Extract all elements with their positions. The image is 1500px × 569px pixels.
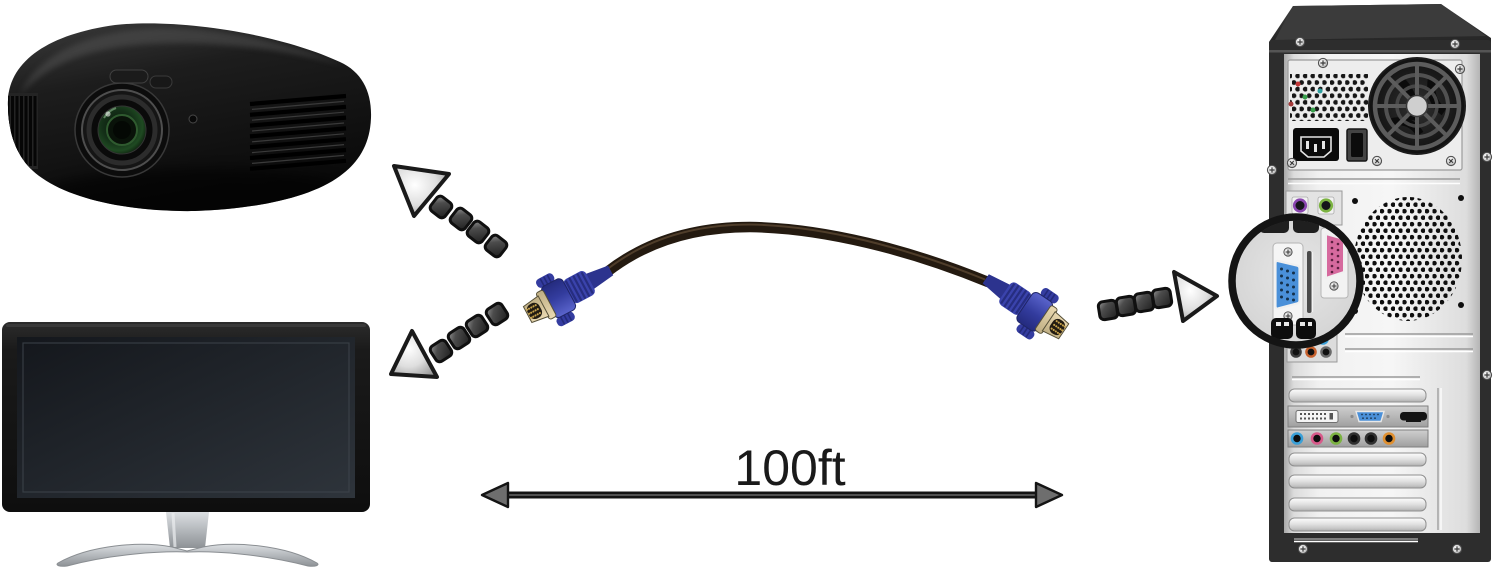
magnified-slot-groove xyxy=(1307,251,1312,313)
expansion-slots xyxy=(1287,388,1429,532)
slot-cover xyxy=(1288,388,1427,403)
projector-right-vent xyxy=(249,93,347,171)
magnified-vga-port xyxy=(1274,259,1301,310)
dashed-arrow-to-monitor xyxy=(389,300,511,379)
dashed-arrow-to-tower xyxy=(1096,270,1219,323)
cable-length-label: 100ft xyxy=(734,440,845,496)
hdmi-port xyxy=(1400,412,1427,422)
magnified-port-top-right xyxy=(1293,220,1319,233)
power-inlet xyxy=(1293,128,1339,161)
ps2-keyboard-port xyxy=(1318,198,1334,213)
projector-lens xyxy=(74,82,170,178)
dashed-arrow-to-projector xyxy=(392,164,511,261)
monitor-stand-neck xyxy=(166,512,209,548)
monitor-screen xyxy=(17,337,355,498)
slot-cover xyxy=(1288,497,1427,512)
ps2-mouse-port xyxy=(1292,198,1308,213)
vga-port-bracket xyxy=(1350,410,1390,423)
projector-sensor-dot xyxy=(188,114,198,124)
length-double-arrow xyxy=(480,481,1064,509)
audio-jack-blue xyxy=(1290,432,1304,445)
audio-jack-orange xyxy=(1382,432,1396,445)
audio-jack-black xyxy=(1290,346,1302,358)
audio-jack-orange xyxy=(1305,346,1317,358)
projector-top-controls xyxy=(109,69,198,124)
video-card-bracket xyxy=(1287,405,1429,428)
projector-illustration xyxy=(7,23,372,212)
arrowhead-triangle xyxy=(392,164,451,218)
audio-jack-gray xyxy=(1320,346,1332,358)
dvi-port xyxy=(1295,410,1339,423)
psu-hex-vent xyxy=(1290,74,1368,121)
projector-bottom-shade xyxy=(35,168,365,212)
arrowhead-triangle xyxy=(1172,270,1219,323)
cable-wire xyxy=(601,221,994,288)
tower-psu-section xyxy=(1284,57,1466,171)
right-arrowhead xyxy=(1034,481,1064,509)
left-arrowhead xyxy=(480,481,510,509)
power-switch xyxy=(1346,128,1368,162)
audio-jack-black xyxy=(1364,432,1378,445)
slot-cover xyxy=(1288,517,1427,532)
magnified-bottom-ports xyxy=(1271,318,1316,339)
audio-jack-pink xyxy=(1310,432,1324,445)
vga-cable-illustration xyxy=(514,221,1080,355)
psu-fan xyxy=(1368,57,1466,155)
sound-card-bracket xyxy=(1287,429,1429,448)
audio-jack-black xyxy=(1347,432,1361,445)
slot-cover xyxy=(1288,474,1427,489)
projector-top-sheen xyxy=(20,28,345,95)
slot-cover xyxy=(1288,452,1427,467)
arrowhead-triangle xyxy=(389,329,439,379)
vga-port-magnifier-circle xyxy=(1228,213,1364,349)
audio-jack-green xyxy=(1329,432,1343,445)
monitor-illustration xyxy=(2,322,370,567)
length-annotation: 100ft xyxy=(480,440,1064,509)
panel-grooves xyxy=(1292,333,1473,543)
monitor-stand-base xyxy=(56,543,319,567)
